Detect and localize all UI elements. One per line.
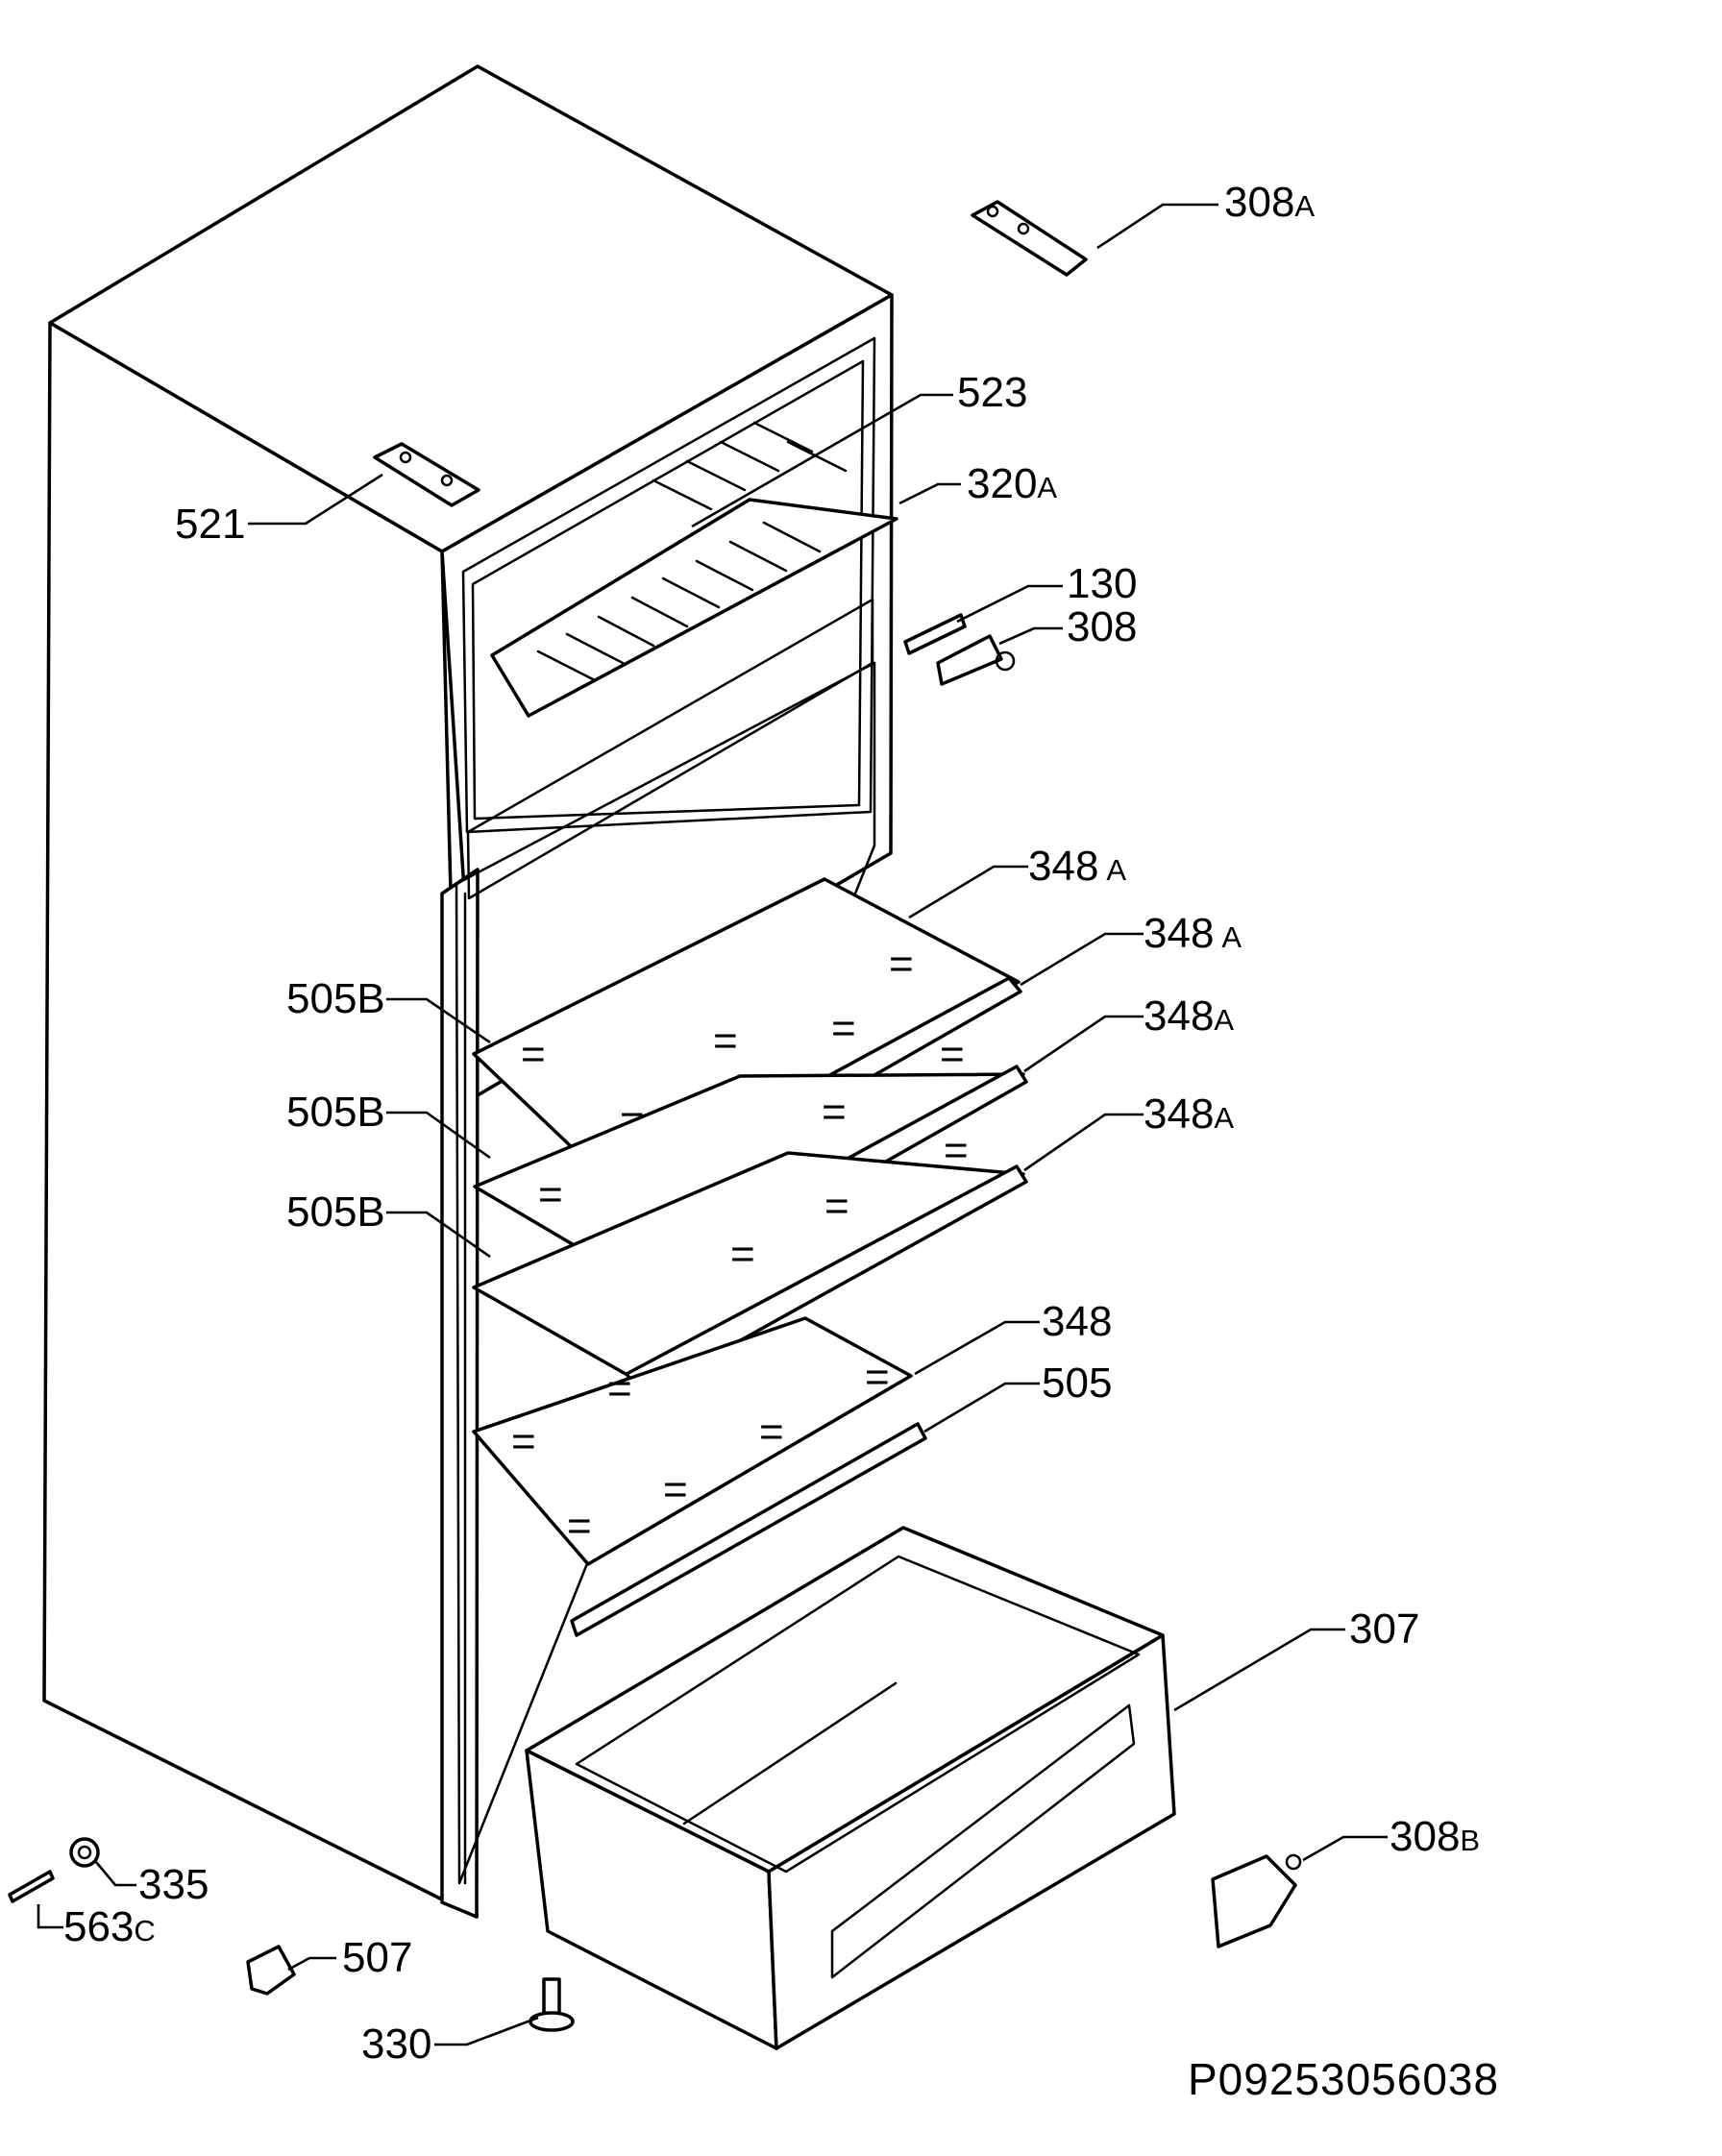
shelf-trim-505	[570, 1422, 927, 1637]
hinge-308b	[1211, 1853, 1302, 1948]
label-505b-3: 505B	[286, 1188, 385, 1236]
label-523: 523	[957, 369, 1027, 416]
pin-563c	[8, 1870, 55, 1903]
svg-text:=: =	[511, 1418, 536, 1465]
label-348a-4: 348A	[1144, 1090, 1234, 1138]
svg-text:=: =	[730, 1231, 755, 1278]
svg-text:=: =	[567, 1503, 592, 1550]
adjustable-foot-330	[529, 1977, 575, 2032]
drawing-code: P09253056038	[1188, 2054, 1499, 2104]
svg-text:=: =	[538, 1171, 563, 1218]
refrigerator-cabinet	[42, 64, 894, 1919]
hinge-130-308	[903, 613, 1016, 686]
leader-lines	[37, 203, 1388, 2046]
svg-text:=: =	[889, 941, 914, 988]
svg-text:=: =	[663, 1466, 688, 1513]
glass-shelf-348: = = = = = =	[472, 1316, 913, 1566]
label-307: 307	[1349, 1605, 1419, 1653]
label-348a-3: 348A	[1144, 992, 1234, 1040]
label-130: 130	[1067, 560, 1137, 607]
label-507: 507	[342, 1934, 412, 1981]
hinge-cover-521	[373, 442, 480, 507]
freezer-shelf	[490, 421, 898, 718]
clip-507	[246, 1945, 296, 1996]
label-521: 521	[175, 501, 245, 548]
label-505: 505	[1042, 1360, 1112, 1407]
svg-text:=: =	[713, 1017, 738, 1065]
svg-text:=: =	[940, 1031, 965, 1078]
label-335: 335	[138, 1861, 209, 1908]
svg-text:=: =	[865, 1354, 890, 1401]
label-308: 308	[1067, 603, 1137, 650]
label-505b-1: 505B	[286, 975, 385, 1022]
label-320a: 320A	[967, 460, 1057, 507]
label-308a: 308A	[1224, 179, 1315, 226]
svg-text:=: =	[759, 1409, 784, 1456]
label-348: 348	[1042, 1298, 1112, 1345]
svg-text:=: =	[822, 1089, 847, 1136]
foot-335	[69, 1837, 100, 1868]
svg-text:=: =	[521, 1031, 546, 1078]
glass-shelf-348a-third: = = =	[472, 1127, 1028, 1397]
hinge-cover-308a	[971, 200, 1088, 277]
svg-text:=: =	[607, 1365, 632, 1412]
label-505b-2: 505B	[286, 1089, 385, 1136]
svg-text:=: =	[824, 1183, 849, 1230]
crisper-drawer	[525, 1526, 1176, 2050]
label-308b: 308B	[1390, 1813, 1480, 1860]
svg-text:=: =	[831, 1005, 856, 1052]
label-330: 330	[361, 2021, 431, 2068]
svg-text:=: =	[944, 1127, 969, 1174]
label-563c: 563C	[63, 1903, 156, 1950]
